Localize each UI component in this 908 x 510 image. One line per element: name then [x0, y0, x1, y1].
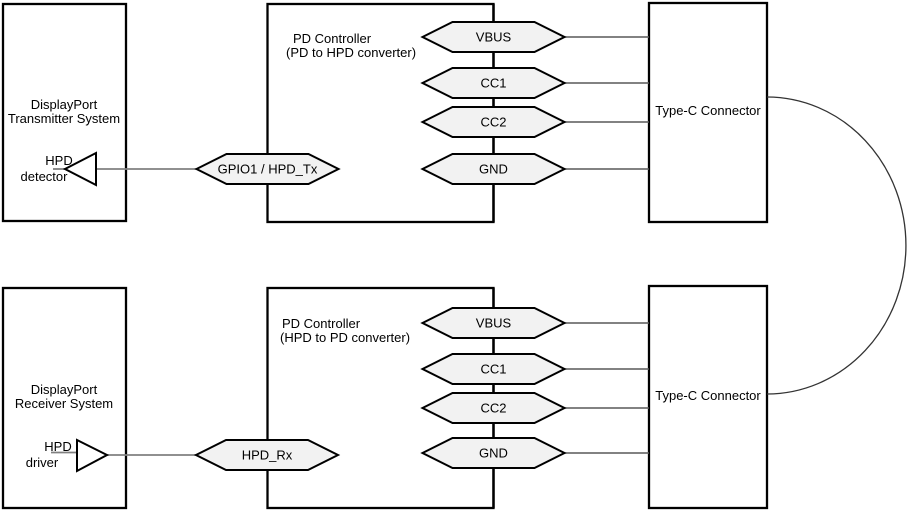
vbus-pin-hexagon-bottom [420, 307, 567, 339]
hpd-detector-label-line2: detector [21, 169, 69, 184]
type-c-connector-top-box [647, 1, 769, 224]
vbus-pin-label-top: VBUS [476, 30, 512, 45]
vbus-pin-hexagon-top [420, 21, 567, 53]
cc1-pin-hexagon-bottom [420, 353, 567, 385]
pd-controller-bottom-title: PD Controller [282, 316, 361, 331]
gnd-pin-label-top: GND [479, 162, 508, 177]
cc1-pin-hexagon-top [420, 67, 567, 99]
hpd-rx-pin-label: HPD_Rx [242, 448, 293, 463]
gnd-pin-hexagon-top [420, 153, 567, 185]
cc1-pin-label-top: CC1 [480, 76, 506, 91]
hpd-driver-label-line2: driver [26, 455, 59, 470]
gpio1-hpd-tx-pin-label: GPIO1 / HPD_Tx [218, 162, 318, 177]
cc2-pin-hexagon-bottom [420, 392, 567, 424]
hpd-driver-label-line1: HPD [44, 439, 71, 454]
gnd-pin-hexagon-bottom [420, 437, 567, 469]
type-c-connector-top-label: Type-C Connector [655, 103, 761, 118]
type-c-cable-arc [766, 96, 907, 395]
hpd-detector-label-line1: HPD [45, 153, 72, 168]
gnd-pin-label-bottom: GND [479, 446, 508, 461]
cc2-pin-hexagon-top [420, 106, 567, 138]
receiver-title-line2: Receiver System [15, 396, 113, 411]
gpio1-hpd-tx-pin-hexagon [194, 153, 341, 185]
transmitter-title-line1: DisplayPort [31, 97, 98, 112]
hpd-detector-buffer-triangle-icon [62, 151, 97, 187]
hpd-driver-buffer-triangle-icon [76, 438, 110, 473]
cc1-pin-label-bottom: CC1 [480, 362, 506, 377]
hpd-rx-pin-hexagon [193, 439, 341, 471]
cc2-pin-label-bottom: CC2 [480, 401, 506, 416]
vbus-pin-label-bottom: VBUS [476, 316, 512, 331]
receiver-title-line1: DisplayPort [31, 382, 98, 397]
cc2-pin-label-top: CC2 [480, 115, 506, 130]
pd-controller-top-title: PD Controller [293, 31, 372, 46]
pd-controller-top-subtitle: (PD to HPD converter) [286, 45, 416, 60]
displayport-transmitter-box [1, 2, 128, 223]
transmitter-title-line2: Transmitter System [8, 111, 120, 126]
type-c-connector-bottom-box [647, 284, 769, 510]
type-c-connector-bottom-label: Type-C Connector [655, 388, 761, 403]
pd-controller-bottom-subtitle: (HPD to PD converter) [280, 330, 410, 345]
displayport-receiver-box [1, 286, 128, 510]
